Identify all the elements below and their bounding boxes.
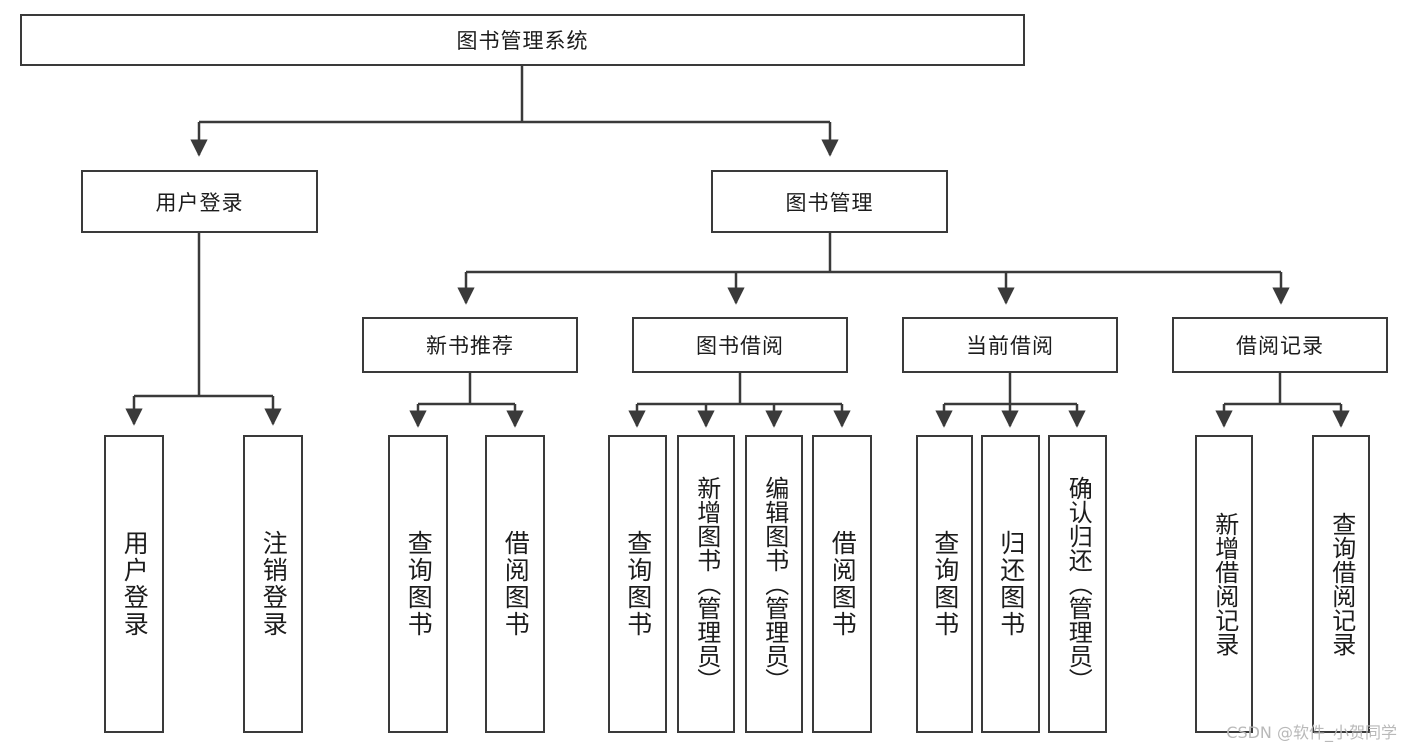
node-user-login-label: 用户登录 — [155, 190, 244, 215]
node-root-label: 图书管理系统 — [456, 29, 589, 53]
leaf-query-book-current[interactable]: 查询图书 — [916, 435, 973, 733]
leaf-query-book-borrow[interactable]: 查询图书 — [608, 435, 667, 733]
leaf-logout-label: 注销登录 — [259, 530, 289, 638]
leaf-return-book[interactable]: 归还图书 — [981, 435, 1040, 733]
leaf-add-borrow-record-label: 新增借阅记录 — [1210, 512, 1239, 656]
leaf-confirm-return-admin[interactable]: 确认归还（管理员） — [1048, 435, 1107, 733]
leaf-borrow-book[interactable]: 借阅图书 — [812, 435, 872, 733]
leaf-query-borrow-record[interactable]: 查询借阅记录 — [1312, 435, 1370, 733]
node-borrow-record-label: 借阅记录 — [1236, 334, 1324, 358]
node-root[interactable]: 图书管理系统 — [20, 14, 1025, 66]
leaf-add-book-admin[interactable]: 新增图书（管理员） — [677, 435, 735, 733]
node-book-management-label: 图书管理 — [785, 190, 874, 215]
node-new-book-recommend[interactable]: 新书推荐 — [362, 317, 578, 373]
leaf-user-login[interactable]: 用户登录 — [104, 435, 164, 733]
leaf-logout[interactable]: 注销登录 — [243, 435, 303, 733]
leaf-return-book-label: 归还图书 — [996, 530, 1026, 638]
watermark: CSDN @软件_小贺同学 — [1226, 723, 1397, 742]
leaf-query-borrow-record-label: 查询借阅记录 — [1327, 512, 1356, 656]
leaf-edit-book-admin-label: 编辑图书（管理员） — [760, 476, 789, 692]
node-current-borrow-label: 当前借阅 — [966, 334, 1054, 358]
leaf-confirm-return-admin-label: 确认归还（管理员） — [1064, 476, 1093, 692]
leaf-query-book-current-label: 查询图书 — [930, 530, 960, 638]
leaf-user-login-label: 用户登录 — [120, 530, 150, 638]
node-book-management[interactable]: 图书管理 — [711, 170, 948, 233]
leaf-edit-book-admin[interactable]: 编辑图书（管理员） — [745, 435, 803, 733]
leaf-query-book-borrow-label: 查询图书 — [623, 530, 653, 638]
leaf-borrow-book-recommend-label: 借阅图书 — [501, 530, 531, 638]
leaf-add-book-admin-label: 新增图书（管理员） — [692, 476, 721, 692]
node-current-borrow[interactable]: 当前借阅 — [902, 317, 1118, 373]
leaf-query-book-recommend-label: 查询图书 — [404, 530, 434, 638]
node-borrow-record[interactable]: 借阅记录 — [1172, 317, 1388, 373]
leaf-add-borrow-record[interactable]: 新增借阅记录 — [1195, 435, 1253, 733]
node-new-book-recommend-label: 新书推荐 — [426, 334, 514, 358]
node-book-borrow[interactable]: 图书借阅 — [632, 317, 848, 373]
leaf-borrow-book-recommend[interactable]: 借阅图书 — [485, 435, 545, 733]
leaf-borrow-book-label: 借阅图书 — [828, 530, 858, 638]
leaf-query-book-recommend[interactable]: 查询图书 — [388, 435, 448, 733]
node-book-borrow-label: 图书借阅 — [696, 334, 784, 358]
node-user-login[interactable]: 用户登录 — [81, 170, 318, 233]
